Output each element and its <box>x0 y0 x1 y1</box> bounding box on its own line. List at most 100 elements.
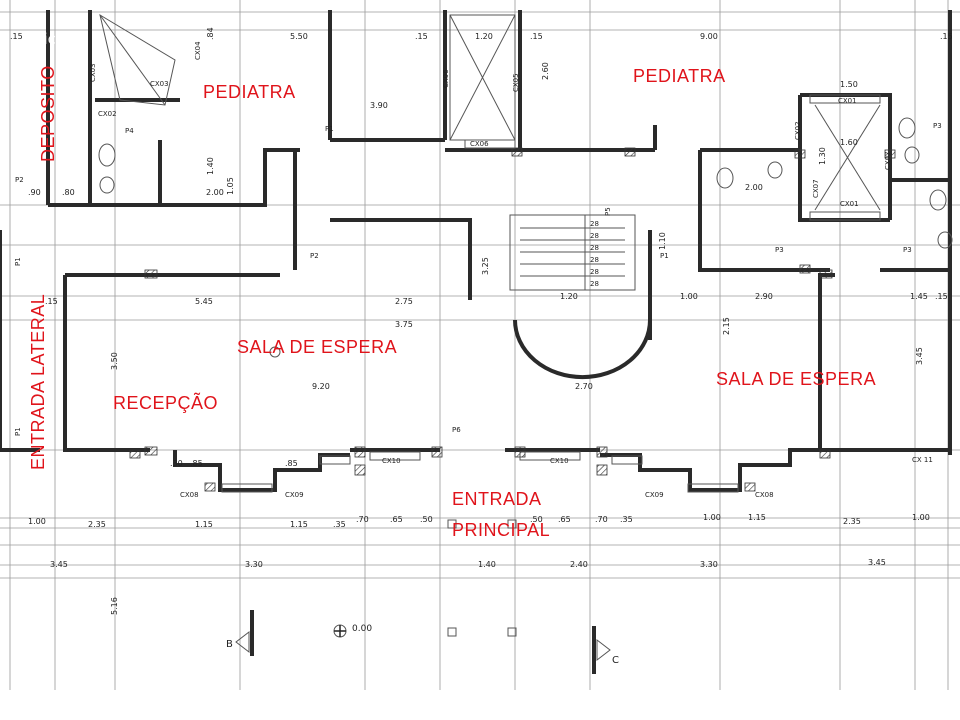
dim-label: 3.75 <box>395 320 413 329</box>
code-p4: P4 <box>125 127 134 135</box>
walls <box>0 10 952 492</box>
dim-label: 1.00 <box>680 292 698 301</box>
dim-label: 1.30 <box>818 147 827 165</box>
dim-label: 2.60 <box>541 62 550 80</box>
dim-label: 2.00 <box>206 188 224 197</box>
stair-number: 28 <box>590 244 599 252</box>
dim-label: .70 <box>595 515 608 524</box>
dim-label: .50 <box>530 515 543 524</box>
code-cx05: CX05 <box>512 73 520 92</box>
code-p1: P1 <box>14 257 22 266</box>
code-cx09: CX09 <box>645 491 664 499</box>
dim-label: 2.70 <box>575 382 593 391</box>
dim-label: 2.90 <box>755 292 773 301</box>
code-p3: P3 <box>775 246 784 254</box>
dim-label: .70 <box>356 515 369 524</box>
code-cx02: CX02 <box>98 110 117 118</box>
dim-label: 1.20 <box>475 32 493 41</box>
dim-label: 2.00 <box>745 183 763 192</box>
windows <box>99 13 881 493</box>
dim-label: .35 <box>620 515 633 524</box>
level-marker: 0.00 <box>352 624 372 634</box>
code-cx01: CX01 <box>840 200 859 208</box>
code-cx08: CX08 <box>180 491 199 499</box>
code-p2: P2 <box>15 176 24 184</box>
label-sala-espera-center: SALA DE ESPERA <box>237 337 398 357</box>
code-cx10: CX10 <box>382 457 401 465</box>
dim-label: .90 <box>28 188 41 197</box>
dimension-labels: 5.50 1.20 9.00 5.45 2.75 3.75 9.20 2.70 … <box>10 27 953 615</box>
code-cx03: CX03 <box>150 80 169 88</box>
dim-label: 1.15 <box>195 520 213 529</box>
code-cx08: CX08 <box>755 491 774 499</box>
dim-label: 9.20 <box>312 382 330 391</box>
dim-label: 3.45 <box>868 558 886 567</box>
dim-label: .80 <box>62 188 75 197</box>
dim-label: 1.05 <box>226 177 235 195</box>
dim-label: 2.35 <box>843 517 861 526</box>
stair-number: 28 <box>590 232 599 240</box>
dim-label: .84 <box>206 27 215 40</box>
flickr-watermark: flickr <box>34 30 71 48</box>
fixtures <box>98 117 953 249</box>
dim-label: .85 <box>190 459 203 468</box>
columns <box>129 147 896 492</box>
code-cx02: CX02 <box>794 121 802 140</box>
code-p3: P3 <box>933 122 942 130</box>
dim-label: 1.40 <box>206 157 215 175</box>
dim-label: .15 <box>415 32 428 41</box>
dim-label: 1.00 <box>912 513 930 522</box>
dim-label: 1.15 <box>748 513 766 522</box>
code-cx10: CX10 <box>550 457 569 465</box>
dim-label: 1.60 <box>840 138 858 147</box>
grid-lines <box>0 0 960 690</box>
code-cx04: CX04 <box>194 41 202 60</box>
label-entrada-principal-line1: ENTRADA <box>452 489 542 509</box>
dim-label: 1.45 <box>910 292 928 301</box>
dim-label: 1.10 <box>658 232 667 250</box>
dim-label: 1.15 <box>290 520 308 529</box>
code-cx11: CX 11 <box>912 456 933 464</box>
stair-number: 28 <box>590 268 599 276</box>
dim-label: 5.50 <box>290 32 308 41</box>
dim-label: .15 <box>45 297 58 306</box>
code-p5: P5 <box>604 207 612 216</box>
code-p1: P1 <box>325 125 334 133</box>
section-marker-b: B <box>226 639 233 650</box>
dim-label: 3.45 <box>50 560 68 569</box>
dim-label: 3.30 <box>700 560 718 569</box>
stair-numbers: 28 28 28 28 28 28 <box>590 220 599 288</box>
section-marker-c: C <box>612 655 619 666</box>
dim-label: 1.00 <box>28 517 46 526</box>
label-pediatra-left: PEDIATRA <box>203 82 296 102</box>
code-p1: P1 <box>14 427 22 436</box>
stair-number: 28 <box>590 280 599 288</box>
dim-label: .65 <box>390 515 403 524</box>
code-p2: P2 <box>310 252 319 260</box>
dim-label: 1.20 <box>560 292 578 301</box>
dim-label: 1.00 <box>703 513 721 522</box>
dim-label: 3.45 <box>915 347 924 365</box>
dim-label: 9.00 <box>700 32 718 41</box>
code-p1: P1 <box>660 252 669 260</box>
dim-label: .65 <box>558 515 571 524</box>
dim-label: 3.30 <box>245 560 263 569</box>
stair-number: 28 <box>590 256 599 264</box>
label-entrada-principal-line2: PRINCIPAL <box>452 520 551 540</box>
code-cx07: CX07 <box>884 151 892 170</box>
label-deposito: DEPOSITO <box>38 65 58 162</box>
dim-label: .35 <box>333 520 346 529</box>
dim-label: 3.50 <box>110 352 119 370</box>
label-pediatra-right: PEDIATRA <box>633 66 726 86</box>
dim-label: 2.40 <box>570 560 588 569</box>
dim-label: .15 <box>940 32 953 41</box>
code-p6: P6 <box>452 426 461 434</box>
code-cx07: CX07 <box>812 179 820 198</box>
dim-label: 3.90 <box>370 101 388 110</box>
code-cx01: CX01 <box>838 97 857 105</box>
dim-label: .50 <box>420 515 433 524</box>
dim-label: 2.15 <box>722 317 731 335</box>
dim-label: 1.50 <box>840 80 858 89</box>
